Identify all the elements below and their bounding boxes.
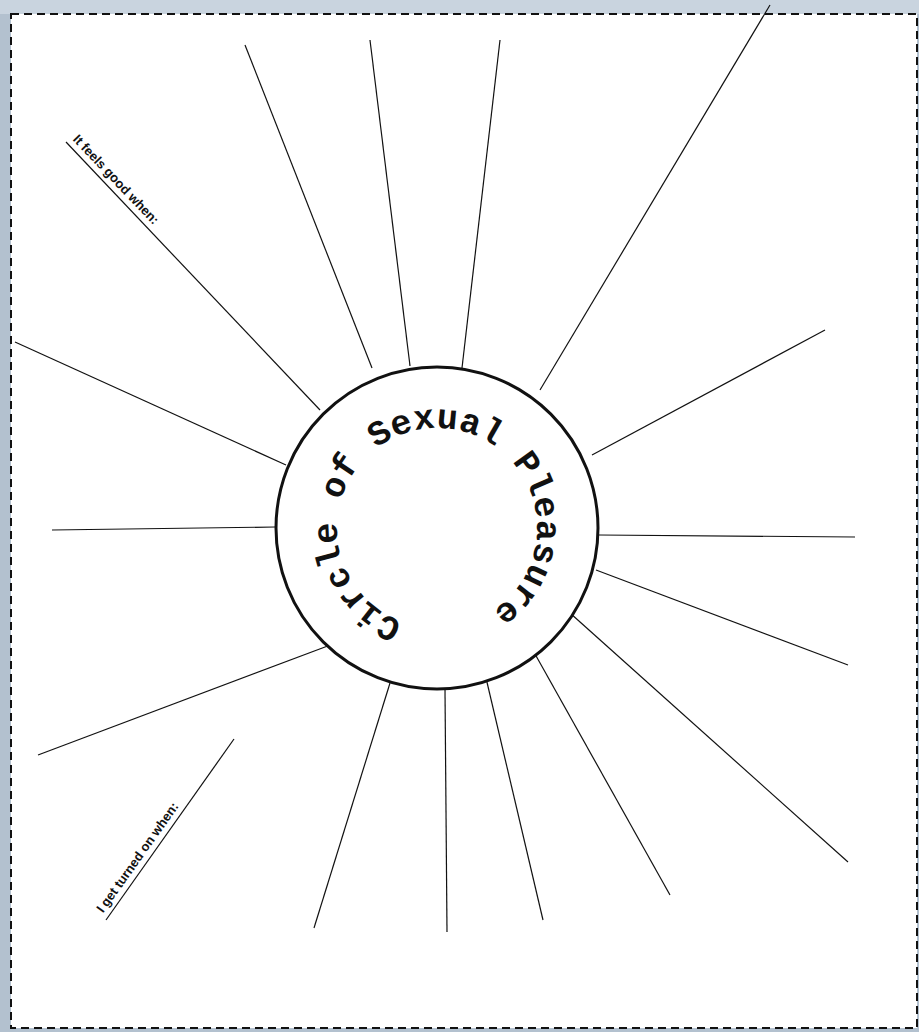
ray-line	[245, 45, 372, 368]
circle-outline-svg: Circle of Sexual Pleasure	[275, 366, 599, 690]
ray-line	[106, 739, 234, 920]
ray-line	[370, 40, 410, 366]
ray-line	[596, 570, 848, 665]
ray-line	[486, 678, 543, 920]
ray-line	[599, 535, 855, 537]
ray-line	[52, 527, 275, 530]
top-band	[0, 0, 919, 14]
ray-line	[592, 330, 825, 455]
circle-title: Circle of Sexual Pleasure	[308, 399, 567, 649]
ray-line	[540, 5, 770, 390]
ray-line	[462, 40, 500, 368]
ray-line	[38, 644, 333, 755]
dashed-border	[11, 14, 917, 1028]
circle-outline	[276, 367, 598, 689]
ray-line	[314, 683, 390, 928]
ray-line	[15, 342, 286, 465]
ray-line	[535, 654, 670, 895]
ray-line	[445, 690, 447, 932]
ray-line	[570, 613, 848, 862]
circle-node: Circle of Sexual Pleasure	[275, 366, 599, 690]
radiating-lines	[15, 5, 855, 932]
circle-title-path: Circle of Sexual Pleasure	[308, 399, 567, 649]
